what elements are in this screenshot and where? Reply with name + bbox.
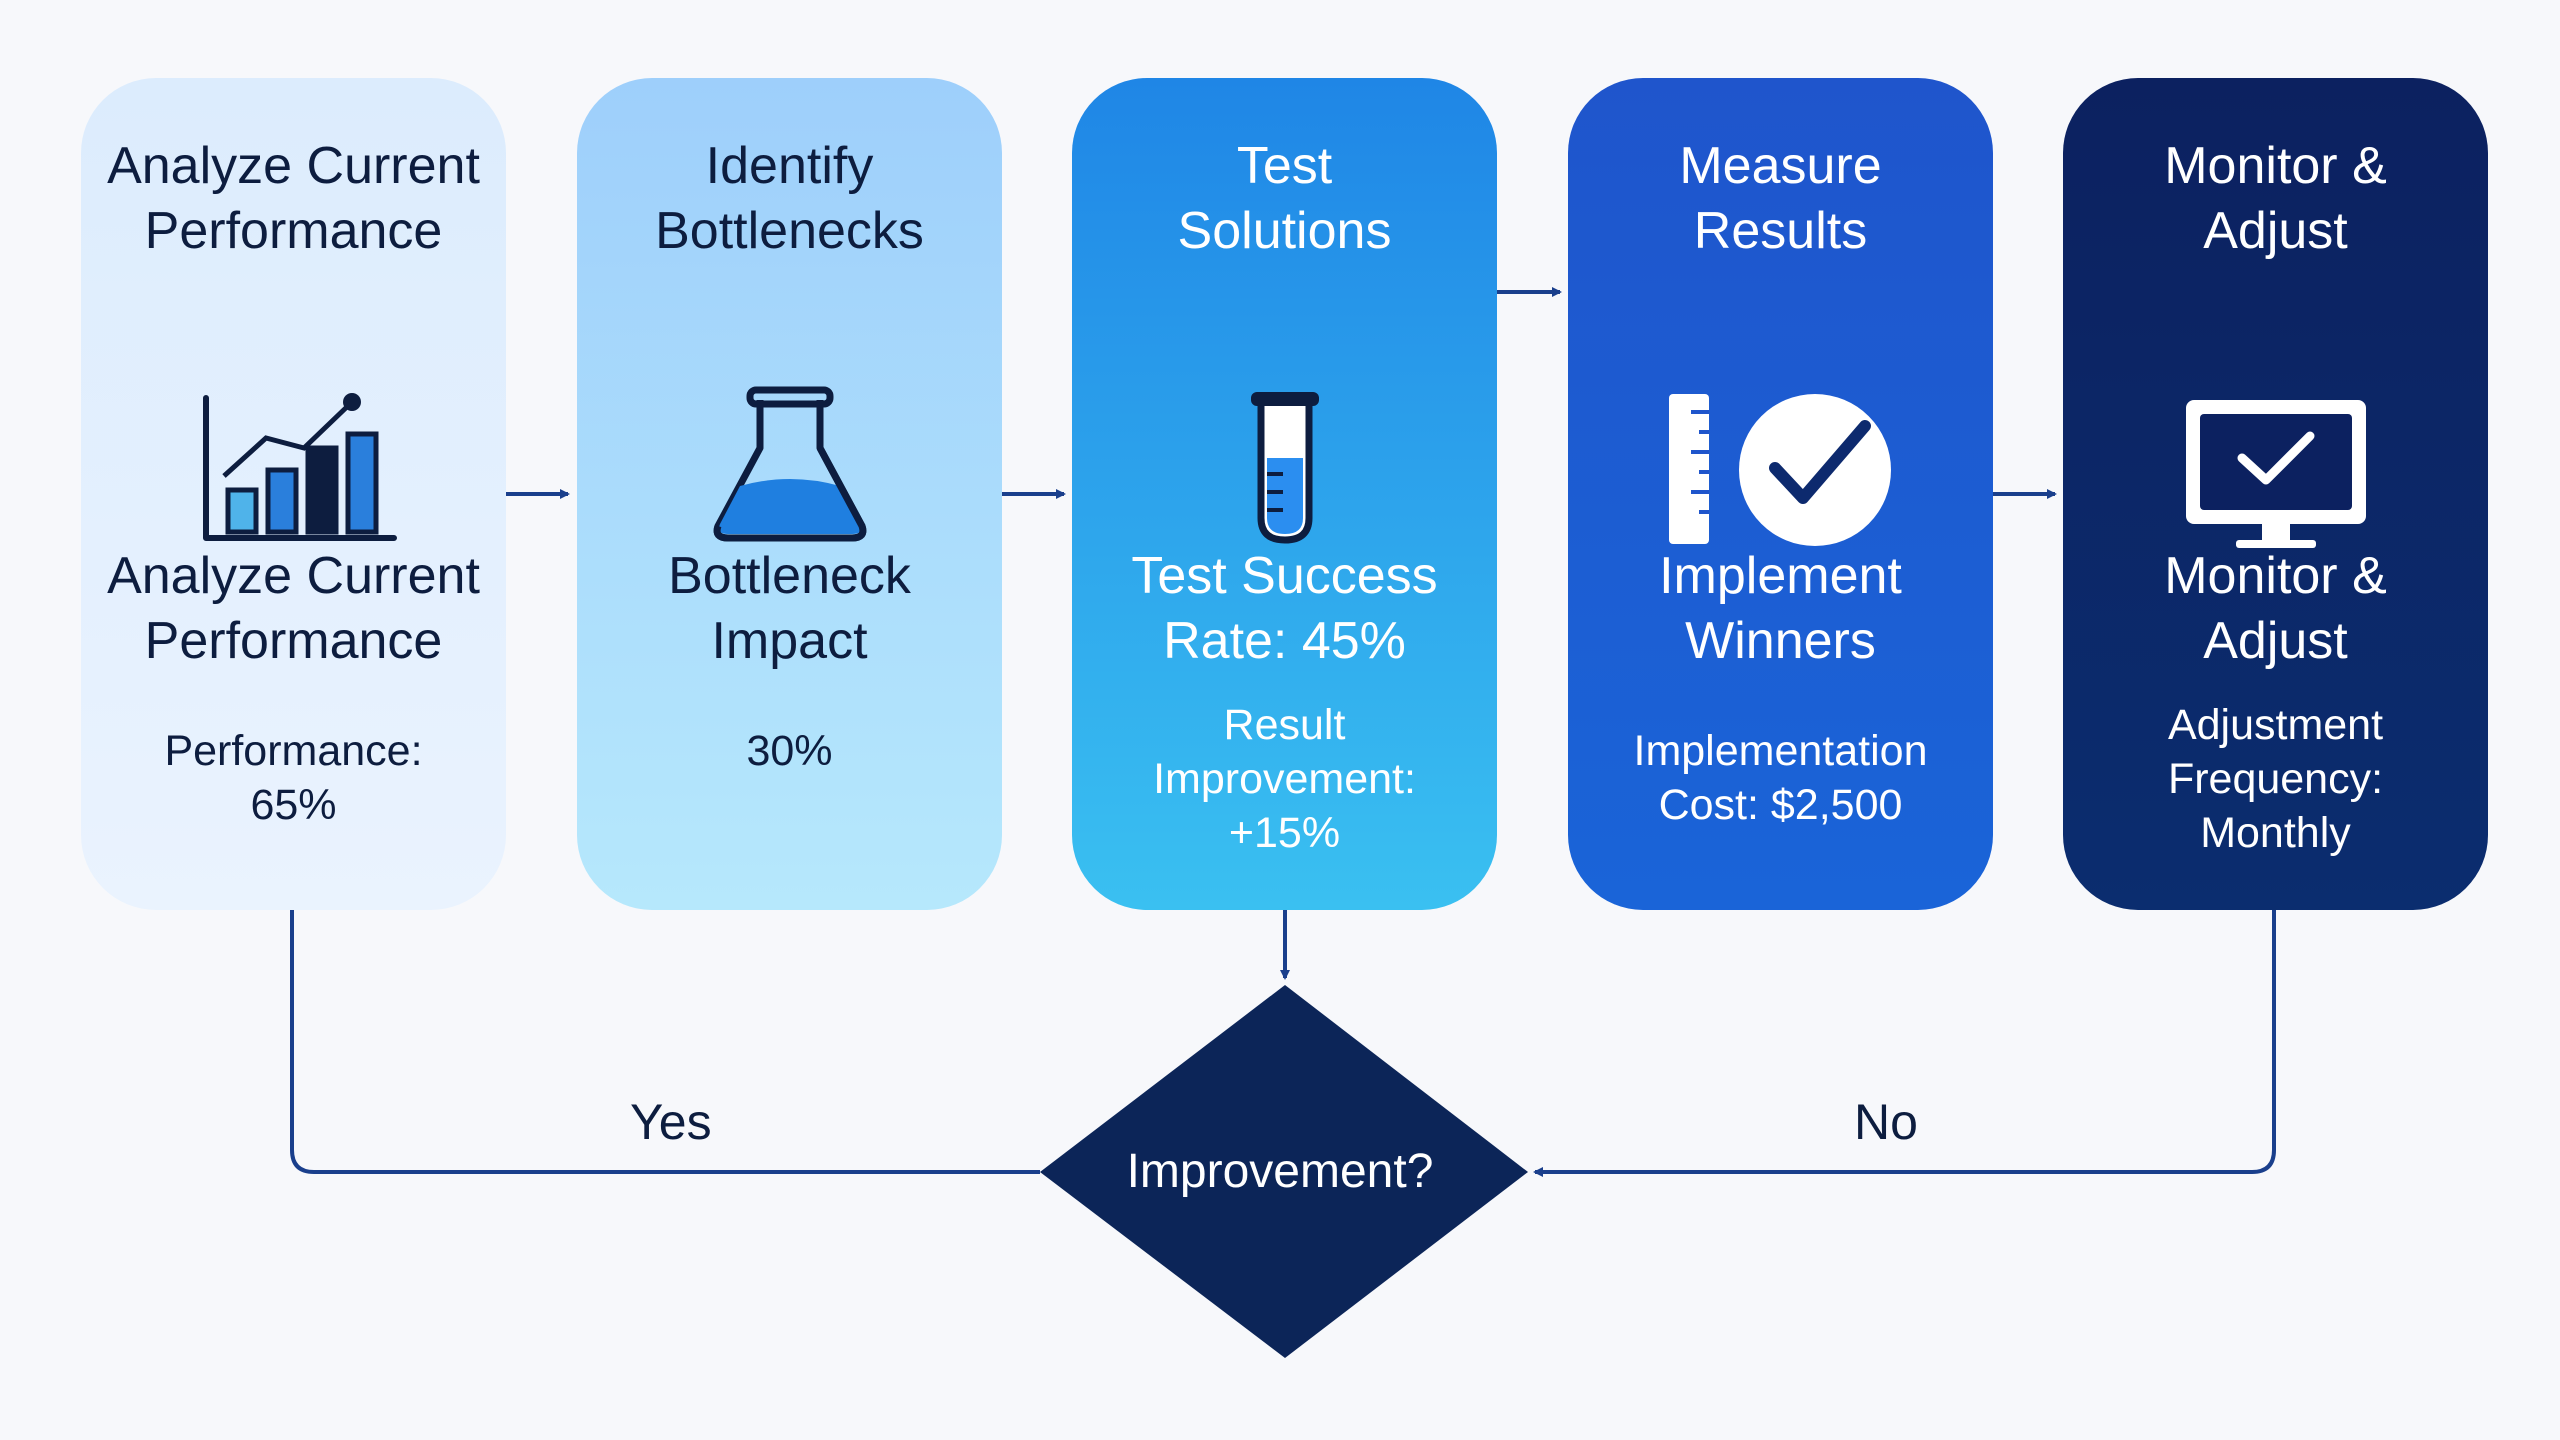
monitor-checkmark-icon (2166, 308, 2386, 548)
step-card-identify: Identify Bottlenecks Bottleneck Impact 3… (577, 78, 1002, 910)
yes-label: Yes (630, 1094, 712, 1150)
step-subtitle: Monitor & Adjust (2164, 547, 2387, 670)
step-title: Analyze Current Performance (107, 137, 480, 260)
flask-icon (680, 308, 900, 548)
step-card-measure: Measure Results Implement Winners (1568, 78, 1993, 910)
step-card-monitor: Monitor & Adjust Monitor & Adjust Adjust… (2063, 78, 2488, 910)
step-metric: Adjustment Frequency: Monthly (2167, 701, 2384, 857)
ruler-checkmark-icon (1651, 308, 1911, 548)
step-metric: Result Improvement: +15% (1153, 701, 1416, 857)
step-subtitle: Bottleneck Impact (668, 547, 911, 670)
step-metric: Implementation Cost: $2,500 (1633, 727, 1928, 829)
decision-label: Improvement? (1126, 1145, 1434, 1198)
step-title: Measure Results (1679, 137, 1882, 260)
no-label: No (1854, 1094, 1918, 1150)
step-subtitle: Implement Winners (1659, 547, 1902, 670)
test-tube-icon (1175, 308, 1395, 548)
step-subtitle: Test Success Rate: 45% (1131, 547, 1438, 670)
no-connector (1533, 910, 2276, 1177)
step-subtitle: Analyze Current Performance (107, 547, 480, 670)
step-metric: 30% (746, 727, 833, 775)
decision-diamond (1040, 985, 1528, 1358)
step-title: Monitor & Adjust (2164, 137, 2387, 260)
step-metric: Performance: 65% (164, 727, 423, 829)
yes-connector (290, 910, 1040, 1174)
step-card-analyze: Analyze Current Performance Analyze Curr… (81, 78, 506, 910)
bar-chart-icon (184, 308, 404, 548)
step-title: Test Solutions (1177, 137, 1392, 260)
step-title: Identify Bottlenecks (655, 137, 924, 260)
step-card-test: Test Solutions Test Success Rate: 45% Re… (1072, 78, 1497, 910)
